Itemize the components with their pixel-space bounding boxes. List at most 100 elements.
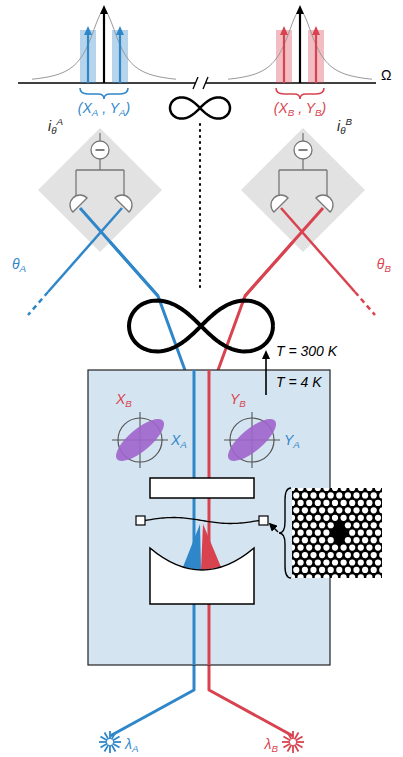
signal-beam xyxy=(80,208,158,296)
crystal-hole xyxy=(298,500,304,506)
crystal-hole xyxy=(302,492,308,498)
crystal-hole xyxy=(310,492,316,498)
label-holder: θB xyxy=(377,256,391,272)
crystal-hole xyxy=(319,522,325,528)
crystal-hole xyxy=(345,522,351,528)
text-run: λ xyxy=(265,736,272,752)
crystal-hole xyxy=(306,574,312,578)
sideband-band xyxy=(276,30,292,83)
photodiode xyxy=(115,191,136,212)
crystal-hole xyxy=(319,567,325,573)
laser-beam xyxy=(208,370,211,665)
text-run: B xyxy=(345,116,352,127)
crystal-hole xyxy=(379,492,382,498)
symbol-label: λA xyxy=(125,736,138,752)
crystal-hole xyxy=(358,544,364,550)
arrow-head xyxy=(100,5,108,14)
crystal-hole xyxy=(292,500,295,506)
crystal-hole xyxy=(353,522,359,528)
crystal-hole xyxy=(319,507,325,513)
crystal-hole xyxy=(371,507,377,513)
crystal-hole xyxy=(315,515,321,521)
crystal-hole xyxy=(328,537,334,543)
crystal-hole xyxy=(375,574,381,578)
crystal-hole xyxy=(328,507,334,513)
crystal-hole xyxy=(332,544,338,550)
crystal-hole xyxy=(292,559,295,565)
frequency-axis xyxy=(18,82,196,83)
crystal-hole xyxy=(293,492,299,498)
crystal-hole xyxy=(379,537,382,543)
text-run: (X xyxy=(274,100,288,116)
output-wire xyxy=(302,133,303,141)
crystal-hole xyxy=(323,544,329,550)
crystal-hole xyxy=(298,488,304,491)
laser-ray xyxy=(113,737,120,741)
label-holder: T = 300 K xyxy=(276,343,337,359)
membrane-pad xyxy=(259,516,268,525)
sideband-band xyxy=(308,30,324,83)
crystal-hole xyxy=(292,574,295,578)
crystal-hole xyxy=(323,530,329,536)
crystal-hole xyxy=(323,500,329,506)
wire xyxy=(99,159,100,170)
symbol-label: XB xyxy=(116,391,132,407)
crystal-hole xyxy=(292,515,295,521)
local-oscillator-input xyxy=(28,292,48,315)
text-run: i xyxy=(337,118,340,134)
laser-source xyxy=(282,731,304,753)
symbol-label: Ω xyxy=(381,67,391,83)
text-run: B xyxy=(239,398,246,409)
wire xyxy=(326,170,327,196)
crystal-hole xyxy=(306,559,312,565)
laser-ray xyxy=(99,741,107,743)
crystal-hole xyxy=(375,500,381,506)
text-run: B xyxy=(315,107,322,118)
cryostat-box xyxy=(88,370,330,665)
crystal-hole xyxy=(292,544,295,550)
laser-beam xyxy=(193,370,196,665)
crystal-hole xyxy=(293,567,299,573)
crystal-hole xyxy=(310,567,316,573)
label-holder: λA xyxy=(125,736,138,752)
crystal-hole xyxy=(349,574,355,578)
symbol-label: T = 300 K xyxy=(276,343,337,359)
axis-break xyxy=(193,77,198,89)
text-run: T = 4 K xyxy=(276,374,322,390)
crystal-hole xyxy=(315,530,321,536)
crystal-hole xyxy=(349,530,355,536)
crystal-hole xyxy=(358,500,364,506)
minus-sign xyxy=(299,149,308,151)
arrow-head xyxy=(280,26,288,35)
arrow-head xyxy=(84,26,92,35)
text-run: A xyxy=(20,263,27,274)
crystal-hole xyxy=(332,488,338,491)
squeezed-ellipse xyxy=(110,412,170,467)
homodyne-detector xyxy=(28,128,162,315)
crystal-hole xyxy=(336,492,342,498)
phononic-crystal-inset xyxy=(270,477,394,580)
crystal-hole xyxy=(362,567,368,573)
crystal-hole xyxy=(341,544,347,550)
label-holder: Ω xyxy=(381,67,391,83)
crystal-hole xyxy=(345,492,351,498)
crystal-hole xyxy=(323,559,329,565)
crystal-hole xyxy=(293,537,299,543)
crystal-hole xyxy=(328,567,334,573)
crystal-hole xyxy=(319,537,325,543)
temperature-arrow xyxy=(265,358,267,395)
arrow-head xyxy=(296,5,304,14)
symbol-label: YA xyxy=(284,432,300,448)
entanglement-knot xyxy=(129,301,273,352)
crystal-hole xyxy=(375,488,381,491)
membrane-pad xyxy=(136,516,145,525)
text-run: ) xyxy=(322,100,327,116)
crystal-hole xyxy=(366,559,372,565)
crystal-hole xyxy=(353,567,359,573)
crystal-hole xyxy=(315,488,321,491)
squeezed-ellipse xyxy=(222,412,282,467)
text-run: X xyxy=(171,432,180,448)
crystal-hole xyxy=(302,567,308,573)
text-run: Ω xyxy=(381,67,391,83)
wire xyxy=(278,170,279,196)
